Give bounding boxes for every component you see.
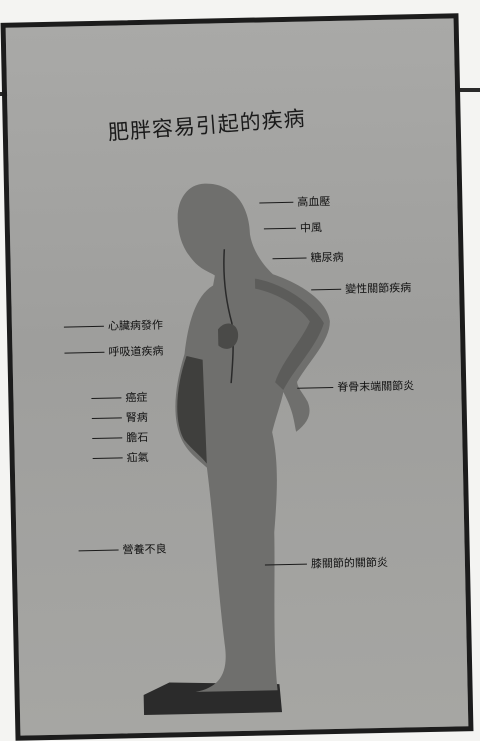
- poster: 肥胖容易引起的疾病 高血壓 中風 糖尿病: [1, 13, 474, 740]
- label-hernia: 疝氣: [126, 449, 148, 465]
- label-diabetes: 糖尿病: [310, 249, 343, 266]
- label-hypertension: 高血壓: [297, 193, 330, 210]
- label-knee-arthritis: 膝關節的關節炎: [311, 554, 388, 572]
- wall-line-right: [458, 88, 480, 92]
- label-respiratory-disease: 呼吸道疾病: [108, 343, 163, 360]
- label-gallstones: 膽石: [126, 429, 148, 445]
- label-cancer: 癌症: [125, 389, 147, 405]
- label-stroke: 中風: [300, 219, 322, 235]
- label-kidney-disease: 腎病: [126, 409, 148, 425]
- label-degenerative-arthritis: 變性關節疾病: [345, 279, 411, 296]
- label-heart-attack: 心臟病發作: [108, 317, 163, 334]
- label-malnutrition: 營養不良: [122, 541, 166, 558]
- label-spinal-arthritis: 脊骨末端關節炎: [337, 377, 414, 395]
